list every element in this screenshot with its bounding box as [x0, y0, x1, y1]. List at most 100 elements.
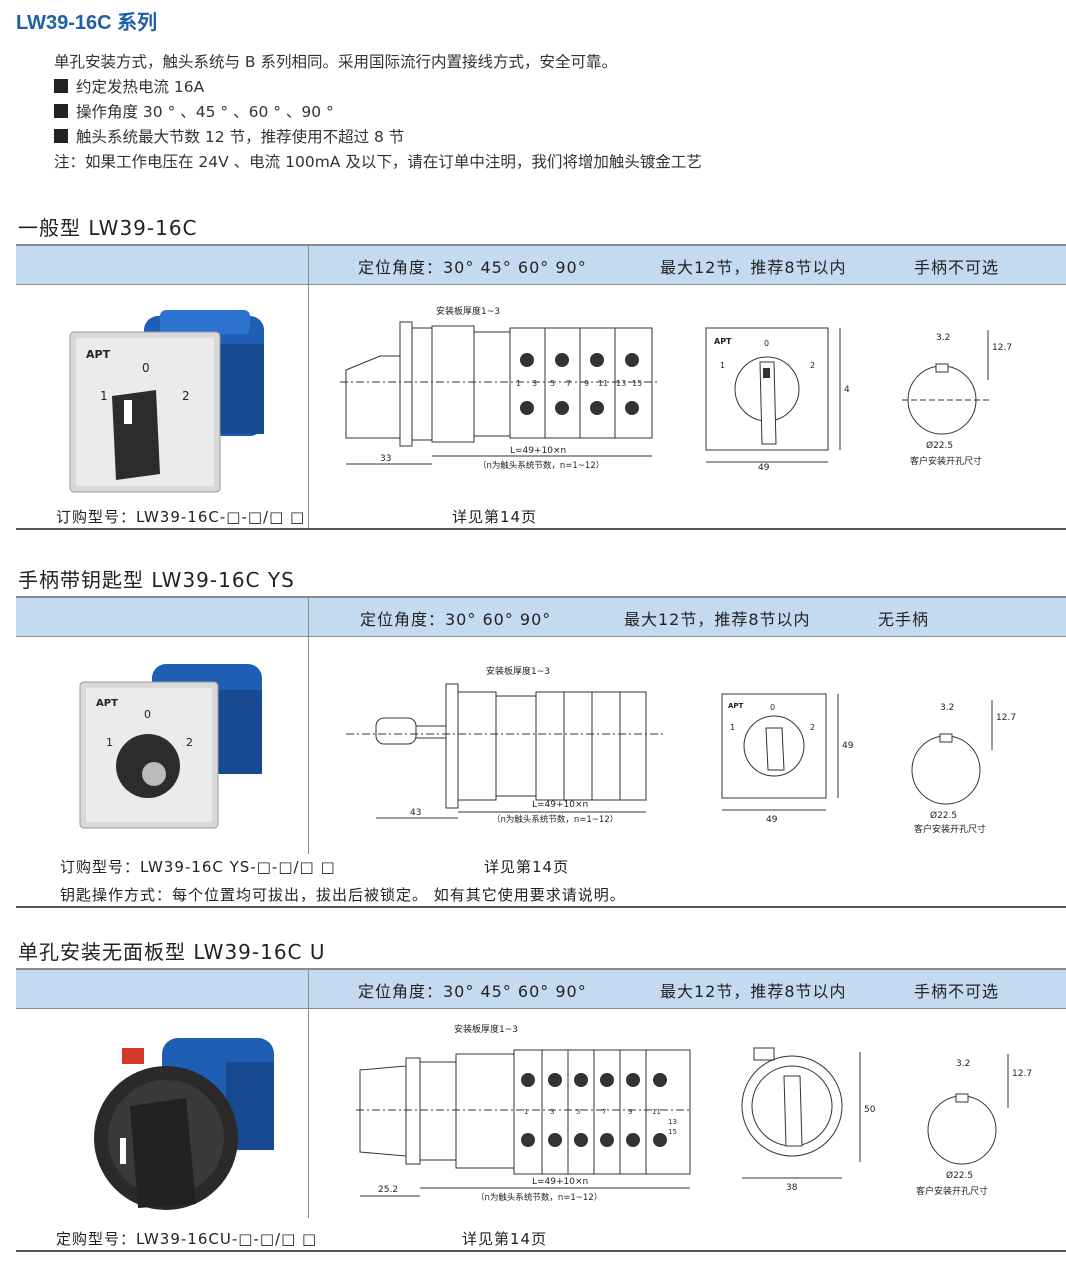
svg-text:9: 9 [584, 379, 589, 388]
angle-spec: 定位角度：30° 45° 60° 90° [358, 982, 587, 1001]
hole-caption: 客户安装开孔尺寸 [914, 823, 986, 835]
key-operation-note-row: 钥匙操作方式：每个位置均可拔出，拔出后被锁定。 如有其它使用要求请说明。 [16, 880, 1066, 908]
front-height-dimension: 50 [864, 1105, 876, 1115]
svg-text:0: 0 [764, 339, 769, 348]
spec-bar: 定位角度：30° 45° 60° 90° 最大12节，推荐8节以内 手柄不可选 [16, 968, 1066, 1009]
side-view-drawing: 1 3 5 7 9 11 13 15 安装板厚度1~3 33 L=49+10×n… [340, 305, 658, 471]
svg-text:3.2: 3.2 [956, 1059, 970, 1069]
svg-text:APT: APT [728, 702, 744, 710]
key-operation-note: 钥匙操作方式：每个位置均可拔出，拔出后被锁定。 如有其它使用要求请说明。 [60, 886, 626, 904]
divider [308, 968, 309, 1218]
front-width-dimension: 49 [766, 815, 778, 825]
length-formula: L=49+10×n [532, 1177, 588, 1187]
spec-bar: 定位角度：30° 45° 60° 90° 最大12节，推荐8节以内 手柄不可选 [16, 244, 1066, 285]
front-height-dimension: 49 [844, 385, 850, 395]
svg-text:2: 2 [810, 723, 815, 732]
intro-bullet: 操作角度 30 ° 、45 ° 、60 ° 、90 ° [54, 100, 702, 125]
svg-text:0: 0 [142, 361, 150, 375]
front-view-drawing: 50 38 [741, 1047, 876, 1193]
n-note: （n为触头系统节数，n=1~12） [478, 460, 604, 471]
side-view-drawing: 安装板厚度1~3 43 L=49+10×n （n为触头系统节数，n=1~12） [346, 665, 664, 825]
svg-text:APT: APT [714, 337, 732, 346]
svg-text:2: 2 [810, 361, 815, 370]
front-view-drawing: APT 0 1 2 49 49 [705, 327, 850, 472]
front-width-dimension: 49 [758, 463, 770, 472]
svg-text:7: 7 [602, 1108, 606, 1116]
length-formula: L=49+10×n [510, 446, 566, 456]
svg-text:5: 5 [550, 379, 555, 388]
svg-text:Ø22.5: Ø22.5 [926, 440, 953, 451]
plate-thickness-label: 安装板厚度1~3 [486, 665, 550, 677]
svg-text:5: 5 [576, 1108, 580, 1116]
svg-text:APT: APT [96, 698, 118, 709]
side-dimension: 43 [410, 808, 421, 818]
handle-spec: 手柄不可选 [914, 982, 1000, 1001]
n-note: （n为触头系统节数，n=1~12） [492, 814, 618, 825]
product-photo-general: APT 0 1 2 [69, 310, 264, 493]
order-row: 订购型号：LW39-16C-□-□/□ □ 详见第14页 [16, 502, 1066, 530]
product-photo-key: APT 0 1 2 [79, 664, 262, 829]
svg-text:12.7: 12.7 [992, 343, 1012, 353]
order-model: 订购型号：LW39-16C YS-□-□/□ □ [60, 858, 336, 876]
plate-thickness-label: 安装板厚度1~3 [454, 1023, 518, 1035]
page-title: LW39-16C 系列 [16, 12, 158, 34]
svg-text:0: 0 [144, 708, 151, 721]
length-formula: L=49+10×n [532, 800, 588, 810]
svg-text:1: 1 [516, 379, 521, 388]
svg-text:7: 7 [566, 379, 571, 388]
svg-text:13: 13 [668, 1118, 677, 1126]
front-view-drawing: APT 0 1 2 49 49 [721, 693, 854, 825]
svg-text:15: 15 [632, 379, 642, 388]
section-panelless: 定位角度：30° 45° 60° 90° 最大12节，推荐8节以内 手柄不可选 [16, 968, 1066, 1254]
hole-caption: 客户安装开孔尺寸 [910, 455, 982, 467]
order-model: 订购型号：LW39-16C-□-□/□ □ [56, 508, 306, 526]
svg-text:12.7: 12.7 [996, 713, 1016, 723]
max-sections-spec: 最大12节，推荐8节以内 [660, 258, 847, 277]
intro-bullet: 约定发热电流 16A [54, 75, 702, 100]
intro-note: 注：如果工作电压在 24V 、电流 100mA 及以下，请在订单中注明，我们将增… [54, 153, 702, 171]
section-key: 定位角度：30° 60° 90° 最大12节，推荐8节以内 无手柄 APT 0 … [16, 596, 1066, 908]
divider [308, 244, 309, 529]
front-height-dimension: 49 [842, 741, 854, 751]
svg-text:3.2: 3.2 [936, 333, 950, 343]
handle-spec: 手柄不可选 [914, 258, 1000, 277]
intro-bullet: 触头系统最大节数 12 节，推荐使用不超过 8 节 [54, 125, 702, 150]
max-sections-spec: 最大12节，推荐8节以内 [660, 982, 847, 1001]
svg-text:1: 1 [524, 1108, 528, 1116]
svg-text:1: 1 [100, 389, 108, 403]
hole-caption: 客户安装开孔尺寸 [916, 1185, 988, 1197]
bullet-square-icon [54, 104, 68, 118]
order-page-ref: 详见第14页 [462, 1230, 548, 1248]
plate-thickness-label: 安装板厚度1~3 [436, 305, 500, 317]
side-view-drawing: 1 3 5 7 9 11 13 15 安装板厚度1~3 25.2 L=49+10… [356, 1023, 692, 1202]
n-note: （n为触头系统节数，n=1~12） [476, 1192, 602, 1202]
mounting-hole-drawing: 3.2 12.7 Ø22.5 客户安装开孔尺寸 [916, 1054, 1032, 1197]
svg-text:1: 1 [730, 723, 735, 732]
svg-text:15: 15 [668, 1128, 677, 1136]
product-photo-panelless [94, 1038, 274, 1210]
order-row: 订购型号：LW39-16C YS-□-□/□ □ 详见第14页 [16, 852, 1066, 878]
svg-text:2: 2 [182, 389, 190, 403]
divider [308, 596, 309, 854]
order-page-ref: 详见第14页 [484, 858, 570, 876]
svg-text:APT: APT [86, 348, 111, 361]
bullet-square-icon [54, 129, 68, 143]
svg-text:0: 0 [770, 703, 775, 712]
svg-text:Ø22.5: Ø22.5 [946, 1170, 973, 1181]
side-dimension: 25.2 [378, 1185, 398, 1195]
mounting-hole-drawing: 3.2 12.7 Ø22.5 客户安装开孔尺寸 [911, 700, 1016, 835]
section-title: 单孔安装无面板型 LW39-16C U [18, 940, 326, 964]
mounting-hole-drawing: 3.2 12.7 Ø22.5 客户安装开孔尺寸 [902, 330, 1012, 467]
spec-bar: 定位角度：30° 60° 90° 最大12节，推荐8节以内 无手柄 [16, 596, 1066, 637]
svg-text:Ø22.5: Ø22.5 [930, 810, 957, 821]
svg-text:12.7: 12.7 [1012, 1069, 1032, 1079]
svg-text:1: 1 [106, 736, 113, 749]
svg-text:3: 3 [532, 379, 537, 388]
svg-text:11: 11 [652, 1108, 661, 1116]
order-row: 定购型号：LW39-16CU-□-□/□ □ 详见第14页 [16, 1224, 1066, 1252]
intro-block: 单孔安装方式，触头系统与 B 系列相同。采用国际流行内置接线方式，安全可靠。 约… [54, 50, 702, 175]
svg-text:1: 1 [720, 361, 725, 370]
svg-text:3: 3 [550, 1108, 554, 1116]
svg-text:11: 11 [598, 379, 608, 388]
section-general: 定位角度：30° 45° 60° 90° 最大12节，推荐8节以内 手柄不可选 … [16, 244, 1066, 530]
